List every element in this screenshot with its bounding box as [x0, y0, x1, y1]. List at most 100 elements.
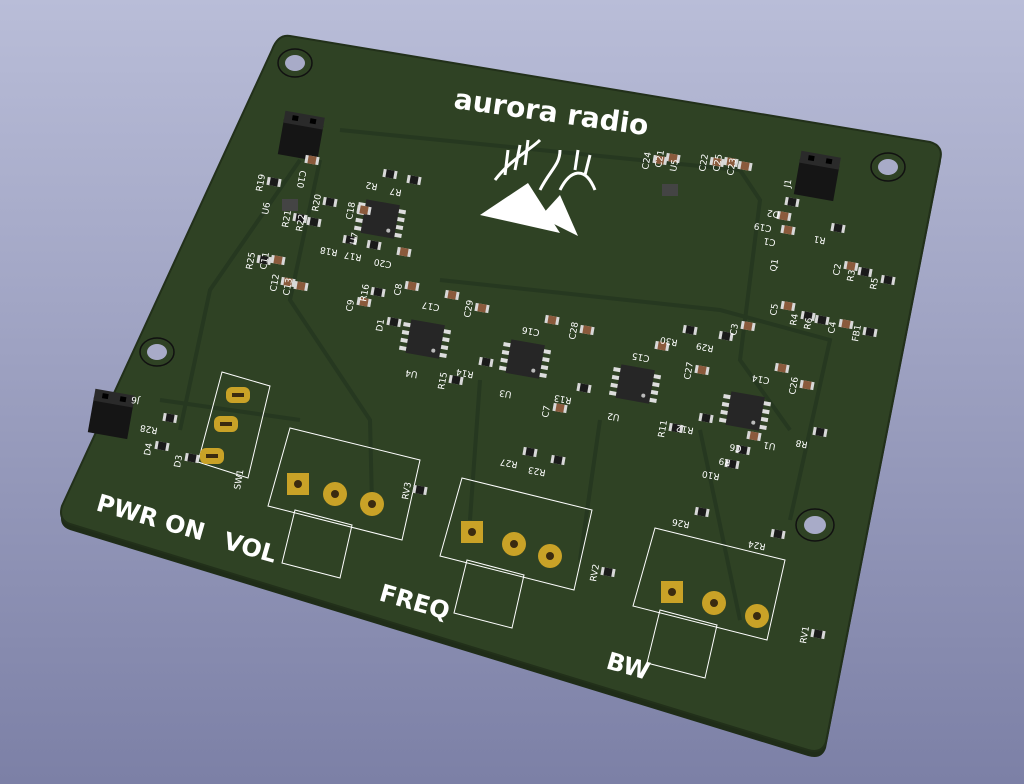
ref-label-c1: C1: [763, 235, 777, 247]
smd-c2: [843, 260, 859, 272]
pin-headers: [87, 110, 841, 440]
smd-c21: [665, 152, 681, 164]
ref-label-r5: R5: [869, 277, 881, 291]
ref-label-u3: U3: [499, 387, 513, 399]
mounting-hole: [139, 337, 175, 367]
ref-label-c22: C22: [698, 153, 711, 172]
smd-c4: [838, 318, 854, 330]
ref-label-c4: C4: [827, 321, 839, 335]
smd-r13: [576, 382, 592, 394]
ref-label-c10: C10: [294, 169, 307, 188]
smd-r24: [770, 528, 786, 540]
ref-label-r12: R12: [675, 422, 694, 435]
soic8-ic: [718, 391, 772, 431]
smd-c29: [474, 302, 490, 314]
ref-label-rv3: RV3: [401, 481, 414, 500]
ref-label-r11: R11: [657, 419, 670, 438]
smd-r17: [366, 239, 382, 251]
ref-label-u5: U5: [669, 159, 681, 173]
ref-label-r2: R2: [365, 179, 379, 191]
ref-label-r22: R22: [295, 213, 308, 232]
mounting-hole: [277, 48, 313, 78]
ref-label-c16: C16: [521, 324, 540, 337]
smd-r8: [812, 426, 828, 438]
ref-label-r29: R29: [695, 340, 714, 353]
ref-label-q1: Q1: [769, 258, 781, 272]
ic-chips: [282, 184, 772, 431]
ref-label-r4: R4: [789, 313, 801, 327]
smd-rv1: [810, 628, 826, 640]
smd-r22: [306, 216, 322, 228]
mounting-hole: [870, 152, 906, 182]
ref-label-r7: R7: [389, 185, 403, 197]
smd-c23: [737, 160, 753, 172]
ref-label-u1: U1: [763, 439, 777, 451]
smd-r7: [406, 174, 422, 186]
smd-d3: [184, 452, 200, 464]
smd-r6: [814, 314, 830, 326]
smd-c25: [723, 156, 739, 168]
header-top-left: [277, 110, 325, 162]
potentiometers: [197, 371, 786, 679]
ref-label-r3: R3: [846, 269, 858, 283]
header-j1: [793, 150, 841, 202]
ref-label-r24: R24: [747, 538, 766, 551]
ref-label-r17: R17: [343, 249, 362, 262]
smd-c27: [694, 364, 710, 376]
ref-label-c11: C11: [259, 251, 272, 270]
smd-r11: [668, 422, 684, 434]
smd-r4: [800, 310, 816, 322]
ref-label-r13: R13: [553, 392, 572, 405]
ref-label-rv1: RV1: [799, 625, 812, 644]
smd-c13: [293, 280, 309, 292]
smd-c15: [654, 340, 670, 352]
ref-label-d4: D4: [143, 442, 155, 456]
smd-r15: [448, 374, 464, 386]
smd-r2: [382, 168, 398, 180]
smd-c16: [544, 314, 560, 326]
ref-label-d1: D1: [375, 318, 387, 332]
smd-c12: [280, 276, 296, 288]
soic8-ic: [498, 339, 552, 379]
smd-rv2: [600, 566, 616, 578]
ref-label-r6: R6: [803, 317, 815, 331]
smd-r26: [694, 506, 710, 518]
ref-label-c18: C18: [345, 201, 358, 220]
ref-label-c2: C2: [832, 263, 844, 277]
smd-r9: [735, 444, 751, 456]
ref-label-r14: R14: [455, 366, 474, 379]
ref-label-c27: C27: [683, 361, 696, 380]
smd-d1: [386, 316, 402, 328]
copper-traces: [159, 128, 833, 621]
smd-r5: [880, 274, 896, 286]
ref-label-r1: R1: [813, 233, 827, 245]
ref-label-c25: C25: [712, 153, 725, 172]
smd-r30: [682, 324, 698, 336]
smd-c3: [740, 320, 756, 332]
smd-r28: [162, 412, 178, 424]
ref-label-u6: U6: [261, 201, 273, 215]
ref-label-c23: C23: [726, 157, 739, 176]
smd-d4: [154, 440, 170, 452]
smd-rv3: [412, 484, 428, 496]
soic8-ic: [608, 364, 662, 404]
ref-label-r10: R10: [701, 468, 720, 481]
power-switch: [197, 371, 271, 479]
smd-c18: [356, 204, 372, 216]
smd-c8: [404, 280, 420, 292]
ref-label-r19: R19: [255, 173, 268, 192]
ref-label-c24: C24: [641, 151, 654, 170]
ref-label-c20: C20: [373, 256, 392, 269]
ref-label-r16: R16: [359, 283, 372, 302]
smd-passives: [154, 152, 896, 640]
potentiometer-2: [439, 477, 593, 629]
ref-label-r21: R21: [281, 209, 294, 228]
ref-label-c26: C26: [788, 376, 801, 395]
ref-label-r25: R25: [245, 251, 258, 270]
ref-label-r15: R15: [437, 371, 450, 390]
potentiometer-1: [632, 527, 786, 679]
smd-r18: [342, 234, 358, 246]
ref-label-r30: R30: [659, 334, 678, 347]
ref-label-r8: R8: [795, 437, 809, 449]
smd-c6: [746, 430, 762, 442]
